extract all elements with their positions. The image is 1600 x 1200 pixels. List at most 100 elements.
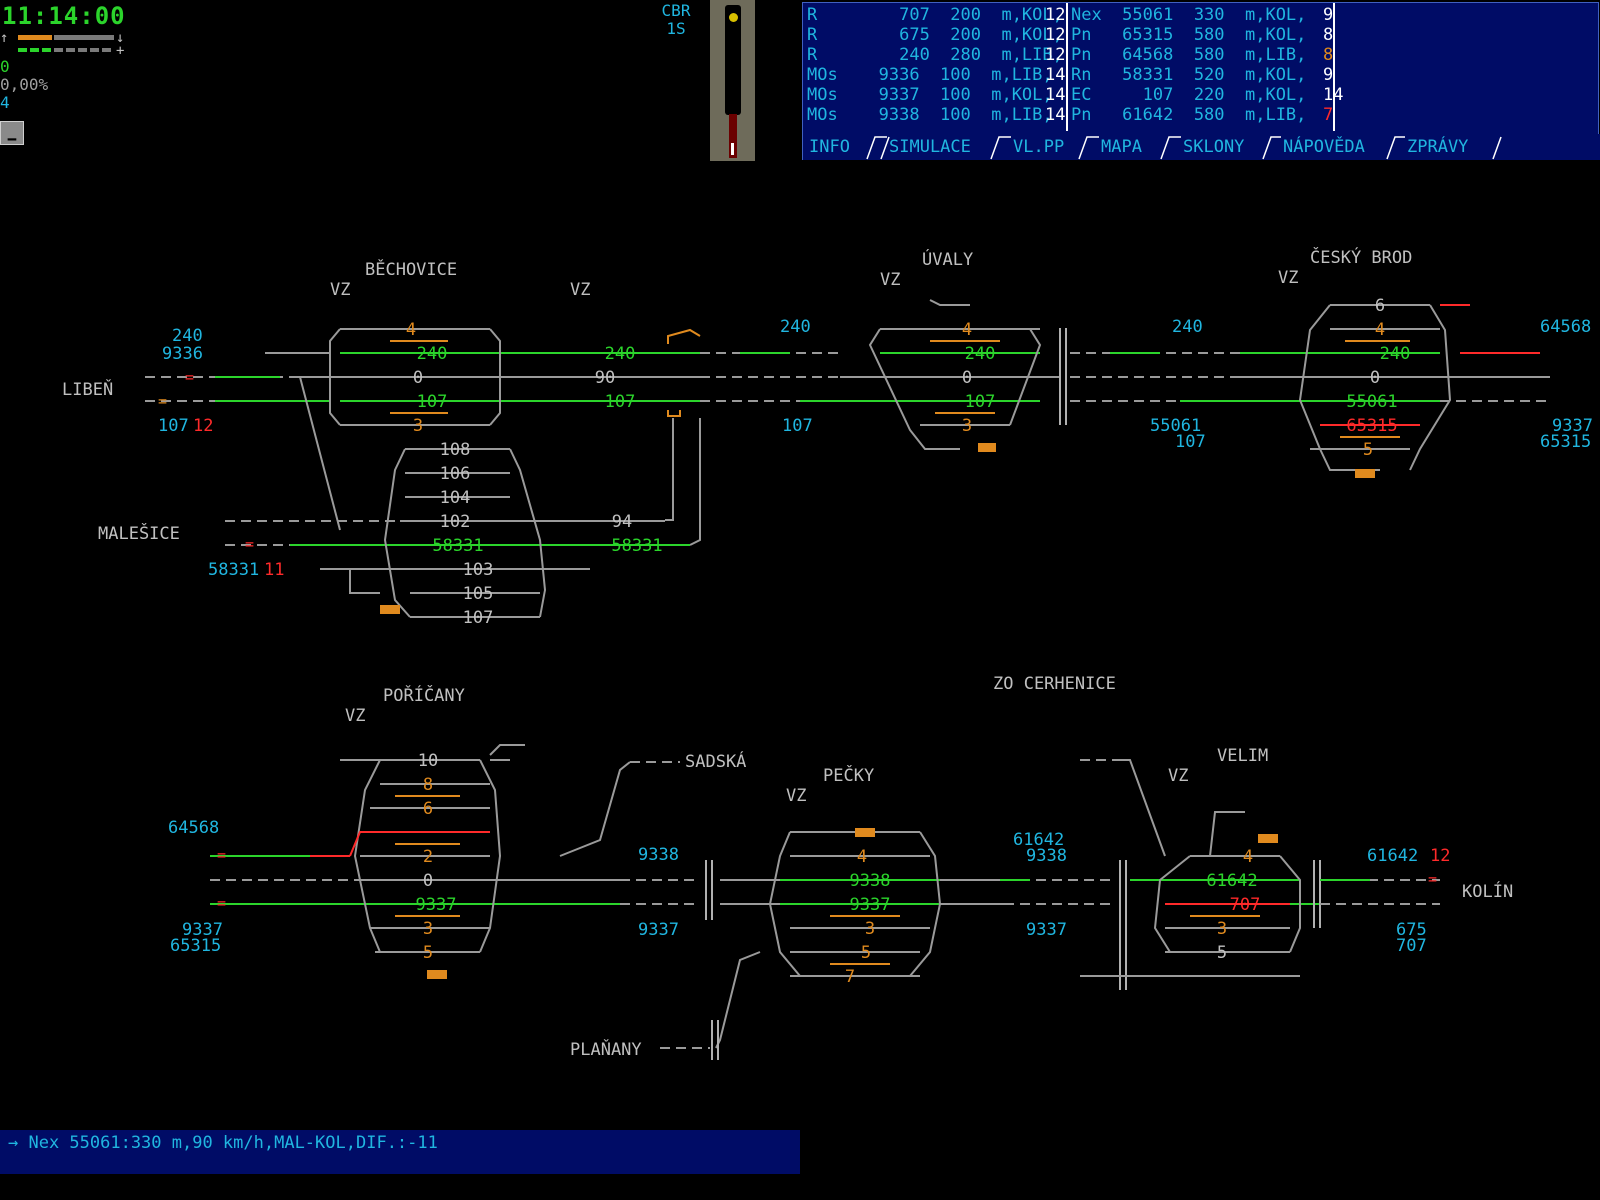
signal-liben-dn[interactable]: =: [158, 392, 167, 410]
train-label-kolin-675[interactable]: 675: [1396, 920, 1427, 940]
train-label-liben-9336[interactable]: 9336: [162, 344, 203, 364]
minimize-button[interactable]: ▁: [0, 121, 24, 145]
track-mal-stub[interactable]: [349, 570, 380, 594]
info-row-right-1[interactable]: Pn 65315 580 m,KOL,: [1071, 25, 1307, 45]
signal-poricany-up[interactable]: =: [217, 846, 226, 864]
tab-sklony[interactable]: SKLONY: [1183, 137, 1245, 157]
track-bech-west-switch[interactable]: [329, 328, 341, 426]
train-label-bech-east-240[interactable]: 240: [780, 317, 811, 337]
train-label-kolin-61642[interactable]: 61642: [1367, 846, 1419, 866]
track-mal-link-2[interactable]: [689, 418, 701, 546]
counter-zero: 0: [0, 57, 10, 76]
track-sadska-branch[interactable]: [559, 761, 631, 857]
signal-poricany-dn[interactable]: =: [217, 894, 226, 912]
station-bechovice[interactable]: BĚCHOVICE: [365, 260, 458, 280]
station-velim[interactable]: VELIM: [1217, 746, 1269, 766]
info-row-right-num-5[interactable]: 7: [1323, 105, 1334, 125]
track-bech-east-switch[interactable]: [489, 328, 501, 426]
station-zo-cerhenice[interactable]: ZO CERHENICE: [993, 674, 1116, 694]
info-row-left-num-0[interactable]: 12: [1045, 5, 1066, 25]
train-label-uvaly-east-55061[interactable]: 55061: [1150, 416, 1202, 436]
train-label-east-9337[interactable]: 9337: [1552, 416, 1593, 436]
station-sadska[interactable]: SADSKÁ: [685, 752, 747, 772]
tab-vl-pp[interactable]: VL.PP: [1013, 137, 1065, 157]
info-row-right-5[interactable]: Pn 61642 580 m,LIB,: [1071, 105, 1307, 125]
signal-malesice[interactable]: =: [245, 535, 254, 553]
info-row-right-num-1[interactable]: 8: [1323, 25, 1334, 45]
info-row-right-2[interactable]: Pn 64568 580 m,LIB,: [1071, 45, 1307, 65]
station-malesice[interactable]: MALEŠICE: [98, 524, 180, 544]
train-label-cer-61642[interactable]: 61642: [1013, 830, 1065, 850]
train-label-poricany-9337[interactable]: 9337: [182, 920, 223, 940]
info-row-left-num-1[interactable]: 12: [1045, 25, 1066, 45]
train-label-malesice-58331[interactable]: 58331: [208, 560, 260, 580]
info-row-left-num-5[interactable]: 14: [1045, 105, 1066, 125]
track-label-bech-90: 90: [595, 368, 615, 388]
train-label-poricany-64568[interactable]: 64568: [168, 818, 220, 838]
track-vel-east[interactable]: [1279, 855, 1301, 953]
tab-simulace[interactable]: SIMULACE: [889, 137, 971, 157]
train-label-uvaly-east-107[interactable]: 107: [1175, 432, 1206, 452]
track-uv-west-switch[interactable]: [868, 328, 960, 450]
track-vel-west[interactable]: [1153, 855, 1191, 953]
info-row-left-num-4[interactable]: 14: [1045, 85, 1066, 105]
signal-preview[interactable]: [710, 0, 755, 161]
track-planany-branch[interactable]: [715, 951, 761, 1049]
track-mal-east-ladder[interactable]: [509, 448, 547, 618]
station-poricany[interactable]: POŘÍČANY: [383, 686, 465, 706]
tab-mapa[interactable]: MAPA: [1101, 137, 1142, 157]
train-label-bech-east-107[interactable]: 107: [782, 416, 813, 436]
track-label-uv-107: 107: [965, 392, 996, 412]
info-row-right-num-4[interactable]: 14: [1323, 85, 1344, 105]
track-pec-west[interactable]: [768, 831, 801, 977]
train-label-cer-9337[interactable]: 9337: [1026, 920, 1067, 940]
train-label-sadska-9338[interactable]: 9338: [638, 845, 679, 865]
info-row-right-num-2[interactable]: 8: [1323, 45, 1334, 65]
train-label-cer-9338[interactable]: 9338: [1026, 846, 1067, 866]
tab-info[interactable]: INFO: [809, 137, 850, 157]
track-por-west[interactable]: [353, 759, 381, 953]
track-uv-east-switch[interactable]: [1009, 328, 1042, 426]
train-label-liben-107[interactable]: 107: [158, 416, 189, 436]
track-mal-link-3[interactable]: [299, 376, 341, 531]
track-cer-branch[interactable]: [1120, 759, 1166, 857]
station-cesky-brod[interactable]: ČESKÝ BROD: [1310, 248, 1413, 268]
info-row-left-num-3[interactable]: 14: [1045, 65, 1066, 85]
track-por-east[interactable]: [479, 759, 502, 953]
station-uvaly[interactable]: ÚVALY: [922, 250, 974, 270]
info-row-left-2[interactable]: R 240 280 m,LIB,: [807, 45, 1063, 65]
station-kolin[interactable]: KOLÍN: [1462, 882, 1514, 902]
info-row-left-1[interactable]: R 675 200 m,KOL,: [807, 25, 1063, 45]
info-row-right-0[interactable]: Nex 55061 330 m,KOL,: [1071, 5, 1307, 25]
track-mal-west-ladder[interactable]: [383, 448, 411, 618]
train-label-liben-240[interactable]: 240: [172, 326, 203, 346]
info-row-left-4[interactable]: MOs 9337 100 m,KOL,: [807, 85, 1053, 105]
train-label-east-65315[interactable]: 65315: [1540, 432, 1592, 452]
tab-napoveda[interactable]: NÁPOVĚDA: [1283, 137, 1365, 157]
train-label-kolin-707[interactable]: 707: [1396, 936, 1427, 956]
station-pecky[interactable]: PEČKY: [823, 766, 875, 786]
train-label-east-64568[interactable]: 64568: [1540, 317, 1592, 337]
station-planany[interactable]: PLAŇANY: [570, 1040, 642, 1060]
train-label-sadska-9337[interactable]: 9337: [638, 920, 679, 940]
tab-zpravy[interactable]: ZPRÁVY: [1407, 137, 1469, 157]
info-row-right-num-3[interactable]: 9: [1323, 65, 1334, 85]
track-schematic[interactable]: .g{stroke:#9a9a9a;stroke-width:2;fill:no…: [0, 0, 1600, 1130]
train-label-uvaly-east-240[interactable]: 240: [1172, 317, 1203, 337]
track-cb-west[interactable]: [1298, 304, 1380, 471]
signal-box-vz-cb: VZ: [1278, 268, 1299, 288]
signal-kolin[interactable]: =: [1428, 870, 1437, 888]
info-row-left-num-2[interactable]: 12: [1045, 45, 1066, 65]
train-label-poricany-65315[interactable]: 65315: [170, 936, 222, 956]
info-row-left-0[interactable]: R 707 200 m,KOL,: [807, 5, 1063, 25]
info-row-right-num-0[interactable]: 9: [1323, 5, 1334, 25]
info-row-right-4[interactable]: EC 107 220 m,KOL,: [1071, 85, 1307, 105]
track-mal-link-1[interactable]: [665, 418, 674, 521]
info-row-left-3[interactable]: MOs 9336 100 m,LIB,: [807, 65, 1053, 85]
track-cb-east[interactable]: [1409, 304, 1452, 471]
track-label-cb-240: 240: [1380, 344, 1411, 364]
info-row-left-5[interactable]: MOs 9338 100 m,LIB,: [807, 105, 1053, 125]
signal-liben-up[interactable]: =: [185, 368, 194, 386]
station-liben[interactable]: LIBEŇ: [62, 380, 114, 400]
info-row-right-3[interactable]: Rn 58331 520 m,KOL,: [1071, 65, 1307, 85]
